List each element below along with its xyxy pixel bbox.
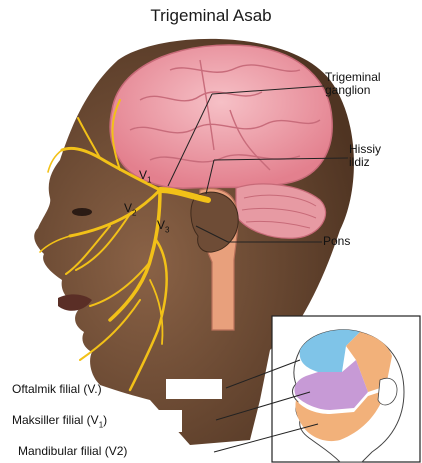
legend-cover-2 [152, 410, 182, 432]
label-pons: Pons [323, 235, 350, 248]
legend-mandibular: Mandibular filial (V2) [18, 444, 127, 458]
legend-ophthalmic: Oftalmik filial (V.) [12, 382, 102, 396]
legend-cover-1 [166, 379, 222, 399]
brain [110, 45, 332, 188]
label-v3: V3 [157, 218, 169, 234]
label-sensory-root: Hissiy ildiz [349, 143, 381, 169]
label-v1: V1 [139, 168, 151, 184]
eye [72, 208, 92, 216]
legend-maxillary: Maksiller filial (V1) [12, 413, 107, 429]
label-v2: V2 [124, 201, 136, 217]
label-trigeminal-ganglion: Trigeminal ganglion [325, 71, 381, 97]
